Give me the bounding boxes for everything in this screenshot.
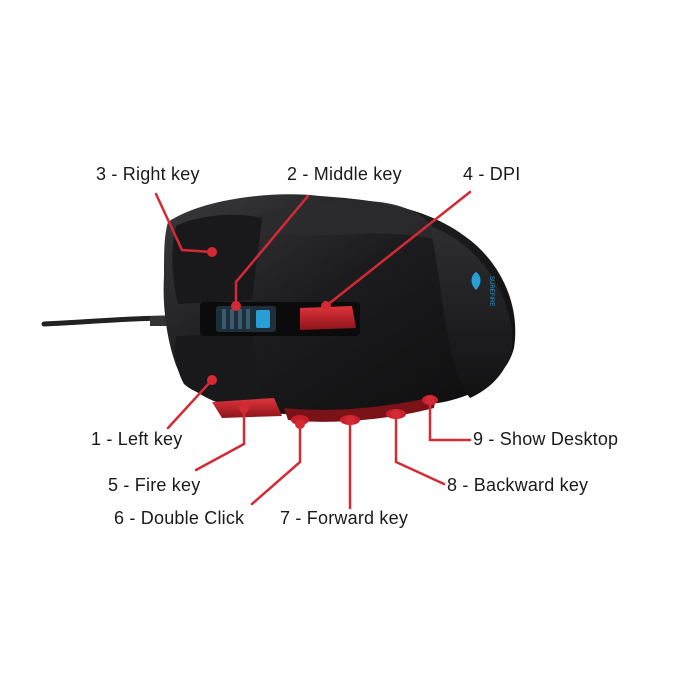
mouse-palm-rest bbox=[430, 226, 513, 398]
callout-line-fire-key bbox=[194, 406, 246, 472]
label-backward-key: 8 - Backward key bbox=[447, 475, 589, 495]
callout-dot-middle-key bbox=[231, 301, 241, 311]
callout-line-double-click bbox=[250, 422, 302, 506]
callout-line-middle-key bbox=[234, 194, 310, 308]
scroll-wheel-light bbox=[256, 310, 270, 328]
callout-line-show-desktop bbox=[428, 398, 472, 442]
callout-dot-backward bbox=[391, 409, 401, 419]
callout-line-backward bbox=[394, 412, 446, 486]
brand-logo: SUREFIRE bbox=[471, 272, 494, 306]
mouse-cable bbox=[41, 315, 171, 327]
label-double-click: 6 - Double Click bbox=[114, 508, 245, 528]
right-key-shell bbox=[172, 214, 262, 304]
label-left-key: 1 - Left key bbox=[91, 429, 183, 449]
label-forward-key: 7 - Forward key bbox=[280, 508, 409, 528]
scroll-wheel-ribs bbox=[222, 309, 250, 329]
dpi-button bbox=[300, 306, 356, 330]
callout-dot-left-key bbox=[207, 375, 217, 385]
callout-line-left-key bbox=[166, 378, 214, 430]
callout-dot-dpi bbox=[321, 301, 331, 311]
label-right-key: 3 - Right key bbox=[96, 164, 200, 184]
svg-text:SUREFIRE: SUREFIRE bbox=[488, 276, 494, 306]
callout-dot-right-key bbox=[207, 247, 217, 257]
callout-lines bbox=[154, 190, 472, 510]
callout-dot-fire-key bbox=[239, 403, 249, 413]
callout-line-right-key bbox=[154, 192, 214, 254]
callout-dot-double-click bbox=[295, 419, 305, 429]
callout-dot-forward bbox=[345, 415, 355, 425]
callout-line-dpi bbox=[324, 190, 472, 308]
label-fire-key: 5 - Fire key bbox=[108, 475, 201, 495]
label-dpi: 4 - DPI bbox=[463, 164, 521, 184]
callout-dots bbox=[207, 247, 435, 429]
label-middle-key: 2 - Middle key bbox=[287, 164, 402, 184]
callout-dot-show-desktop bbox=[425, 395, 435, 405]
mouse-shell-top bbox=[240, 200, 440, 240]
label-show-desktop: 9 - Show Desktop bbox=[473, 429, 619, 449]
left-key-shell bbox=[175, 334, 262, 402]
